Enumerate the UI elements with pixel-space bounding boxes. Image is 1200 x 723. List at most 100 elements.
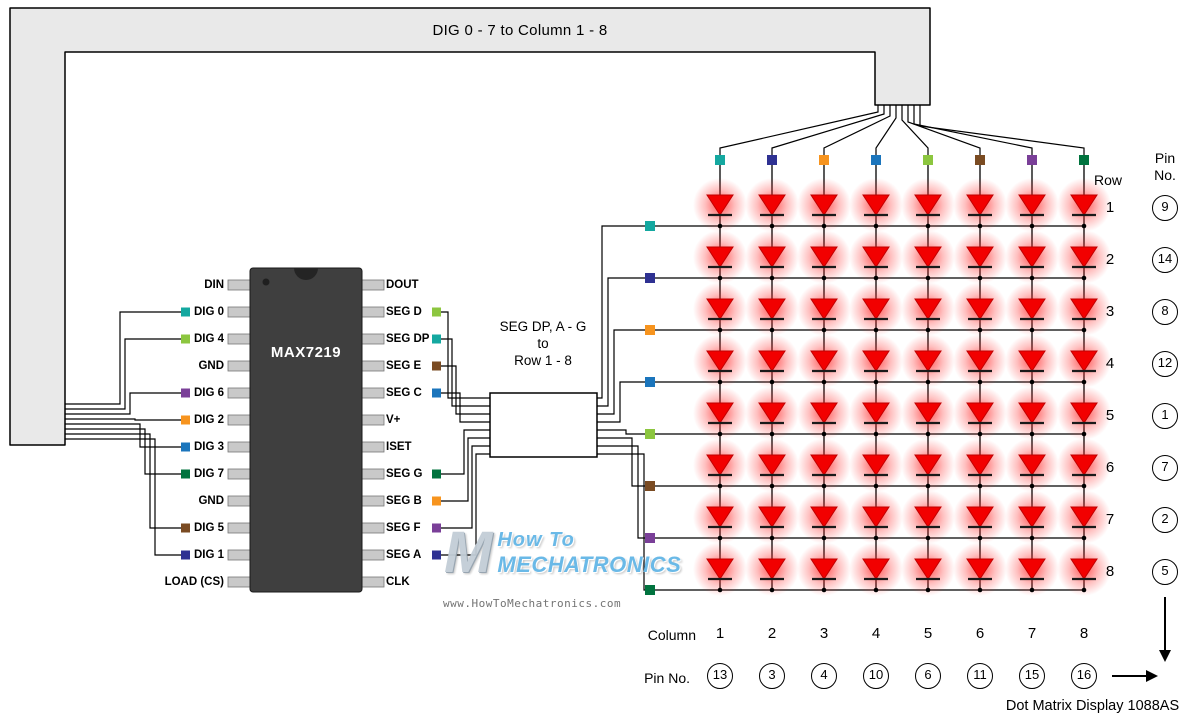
row-wire-tap — [645, 221, 655, 231]
chip-wire-tap — [181, 442, 190, 452]
row-pin-circle: 5 — [1152, 559, 1178, 585]
row-pin-circle: 8 — [1152, 299, 1178, 325]
hub-label-line2: to — [537, 336, 549, 351]
column-wire-tap — [923, 155, 933, 165]
chip-pin-label-left: DIG 3 — [193, 441, 224, 453]
column-header: Column — [647, 627, 696, 643]
chip-pin-label-right: SEG C — [386, 387, 422, 399]
row-wire-tap — [645, 429, 655, 439]
chip-pin-label-right: CLK — [386, 576, 410, 588]
chip-name: MAX7219 — [270, 344, 342, 361]
row-wire-tap — [645, 273, 655, 283]
column-pin-header: Pin No. — [644, 670, 690, 686]
column-number: 3 — [819, 625, 829, 642]
row-pin-circle: 14 — [1152, 247, 1178, 273]
column-wire-tap — [819, 155, 829, 165]
chip-pin-label-right: SEG E — [386, 360, 422, 372]
chip-pin-label-right: ISET — [386, 441, 412, 453]
chip-pin-label-left: DIG 1 — [193, 549, 224, 561]
chip-pin-label-right: V+ — [386, 414, 401, 426]
column-pin-circle: 6 — [915, 663, 941, 689]
column-pin-circle: 4 — [811, 663, 837, 689]
chip-pin-label-left: DIN — [204, 279, 224, 291]
column-number: 8 — [1079, 625, 1089, 642]
row-number: 4 — [1105, 355, 1115, 372]
chip-wire-tap — [432, 307, 441, 317]
column-pin-circle: 3 — [759, 663, 785, 689]
row-number: 6 — [1105, 459, 1115, 476]
watermark-line2: MECHATRONICS — [497, 552, 682, 577]
column-pin-circle: 15 — [1019, 663, 1045, 689]
row-wire-tap — [645, 533, 655, 543]
column-number: 2 — [767, 625, 777, 642]
row-number: 1 — [1105, 199, 1115, 216]
chip-wire-tap — [432, 361, 441, 371]
wire-bundle — [9, 7, 931, 446]
mechatronics-m-icon: M — [444, 520, 493, 585]
chip-wire-tap — [432, 496, 441, 506]
led-layer — [706, 194, 1098, 581]
chip-body — [249, 267, 363, 593]
chip-pin-label-left: DIG 4 — [193, 333, 224, 345]
chip-wire-tap — [181, 469, 190, 479]
chip-wire-tap — [181, 307, 190, 317]
chip-wire-tap — [432, 388, 441, 398]
led-glow-layer — [693, 178, 1111, 596]
hub-label-line3: Row 1 - 8 — [514, 353, 572, 368]
junction-dots — [717, 223, 1087, 593]
watermark-logo: M How To MECHATRONICS — [444, 524, 681, 582]
chip-pin-label-left: DIG 6 — [193, 387, 224, 399]
pin-no-header-line2: No. — [1154, 167, 1176, 183]
banner-label: DIG 0 - 7 to Column 1 - 8 — [432, 22, 608, 39]
column-wire-tap — [1027, 155, 1037, 165]
hub-label-line1: SEG DP, A - G — [499, 319, 587, 334]
column-number: 5 — [923, 625, 933, 642]
chip-pin-label-left: DIG 2 — [193, 414, 224, 426]
chip-wire-tap — [432, 334, 441, 344]
row-pin-circle: 12 — [1152, 351, 1178, 377]
chip-pin-label-right: SEG F — [386, 522, 421, 534]
row-wire-tap — [645, 377, 655, 387]
chip-pin-label-right: SEG D — [386, 306, 422, 318]
watermark-url: www.HowToMechatronics.com — [443, 597, 622, 610]
chip-pin-label-left: GND — [198, 495, 224, 507]
chip-pin-label-left: LOAD (CS) — [164, 576, 224, 588]
chip-wire-tap — [432, 523, 441, 533]
row-number: 7 — [1105, 511, 1115, 528]
column-pin-circle: 10 — [863, 663, 889, 689]
chip-pin-label-right: SEG DP — [386, 333, 430, 345]
column-pin-circle: 13 — [707, 663, 733, 689]
chip-pin-label-right: SEG B — [386, 495, 422, 507]
watermark-line1: How To — [497, 529, 575, 551]
row-pin-circle: 1 — [1152, 403, 1178, 429]
row-pin-circle: 7 — [1152, 455, 1178, 481]
chip-wire-tap — [181, 388, 190, 398]
arrow-down-icon — [1159, 597, 1171, 662]
column-wire-tap — [715, 155, 725, 165]
chip-pin-label-right: SEG A — [386, 549, 422, 561]
chip-pin1-dimple — [262, 278, 270, 286]
row-pin-circle: 9 — [1152, 195, 1178, 221]
pin-no-header-line1: Pin — [1154, 150, 1176, 166]
chip-wire-tap — [181, 334, 190, 344]
chip-pin-label-left: DIG 0 — [193, 306, 224, 318]
chip-wire-tap — [181, 415, 190, 425]
chip-pin-label-left: GND — [198, 360, 224, 372]
row-number: 2 — [1105, 251, 1115, 268]
row-pin-circle: 2 — [1152, 507, 1178, 533]
column-pin-circle: 16 — [1071, 663, 1097, 689]
column-number: 6 — [975, 625, 985, 642]
column-wire-tap — [767, 155, 777, 165]
chip-notch — [294, 268, 318, 280]
column-number: 1 — [715, 625, 725, 642]
chip-pin-label-left: DIG 7 — [193, 468, 224, 480]
column-number: 7 — [1027, 625, 1037, 642]
column-pin-circle: 11 — [967, 663, 993, 689]
hub-label: SEG DP, A - G to Row 1 - 8 — [478, 318, 608, 369]
display-caption: Dot Matrix Display 1088AS — [1005, 698, 1180, 714]
chip-wire-tap — [181, 550, 190, 560]
column-number: 4 — [871, 625, 881, 642]
